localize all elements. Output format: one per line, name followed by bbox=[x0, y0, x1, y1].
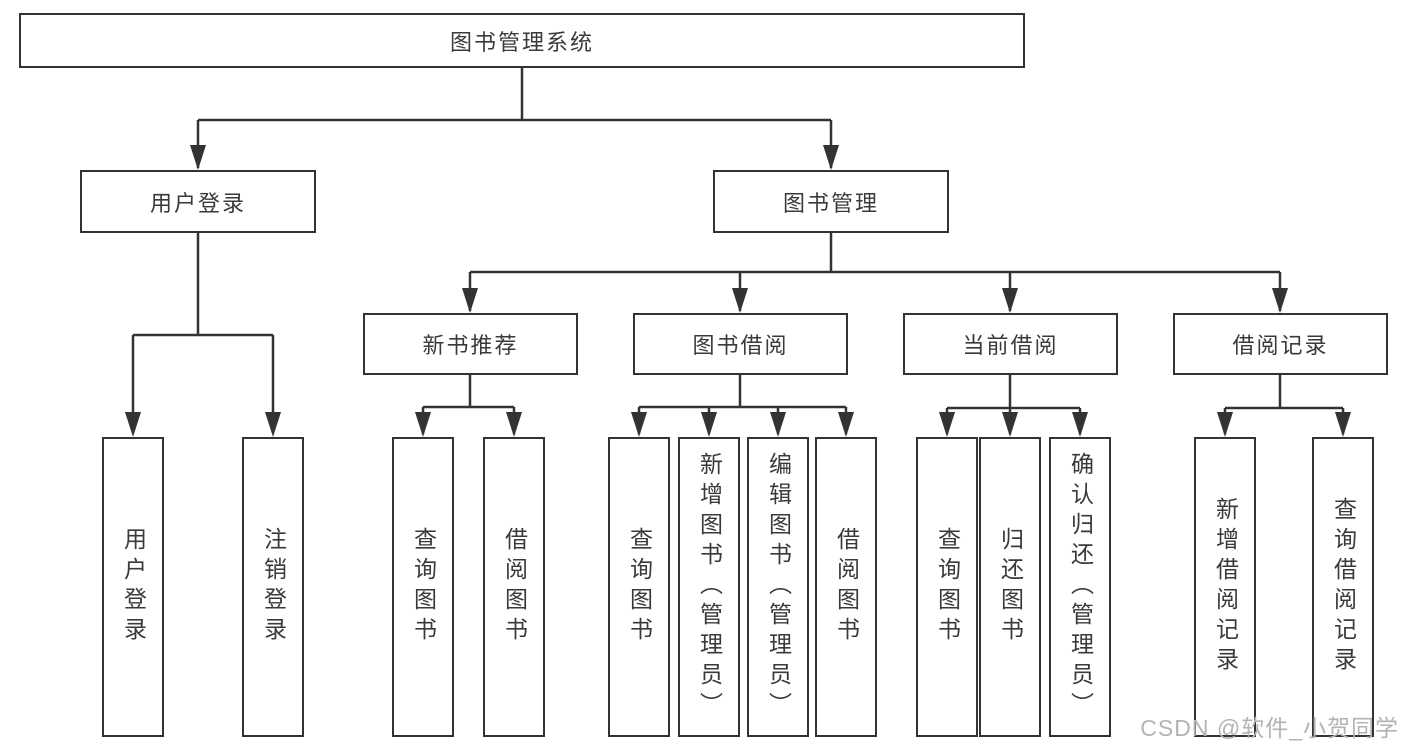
leaf-query-books-recommend: 查询图书 bbox=[392, 437, 454, 737]
leaf-add-books-admin: 新增图书（管理员） bbox=[678, 437, 740, 737]
leaf-borrow-books-recommend-label: 借阅图书 bbox=[501, 527, 528, 647]
leaf-confirm-return-admin-label: 确认归还（管理员） bbox=[1067, 452, 1094, 722]
node-book-borrow-label: 图书借阅 bbox=[692, 333, 789, 358]
leaf-query-books-recommend-label: 查询图书 bbox=[410, 527, 437, 647]
node-current-borrow-label: 当前借阅 bbox=[962, 333, 1059, 358]
node-book-borrow: 图书借阅 bbox=[633, 313, 848, 375]
leaf-logout-label: 注销登录 bbox=[260, 527, 287, 647]
leaf-return-books: 归还图书 bbox=[979, 437, 1041, 737]
leaf-query-books-borrow: 查询图书 bbox=[608, 437, 670, 737]
leaf-add-borrow-record: 新增借阅记录 bbox=[1194, 437, 1256, 737]
node-user-login-label: 用户登录 bbox=[149, 190, 246, 216]
node-library-system-label: 图书管理系统 bbox=[449, 29, 594, 55]
leaf-edit-books-admin: 编辑图书（管理员） bbox=[747, 437, 809, 737]
node-current-borrow: 当前借阅 bbox=[903, 313, 1118, 375]
leaf-edit-books-admin-label: 编辑图书（管理员） bbox=[765, 452, 792, 722]
leaf-borrow-books: 借阅图书 bbox=[815, 437, 877, 737]
node-borrow-records-label: 借阅记录 bbox=[1232, 333, 1329, 358]
leaf-add-books-admin-label: 新增图书（管理员） bbox=[696, 452, 723, 722]
node-book-management: 图书管理 bbox=[713, 170, 949, 233]
node-user-login: 用户登录 bbox=[80, 170, 316, 233]
leaf-borrow-books-label: 借阅图书 bbox=[833, 527, 860, 647]
leaf-query-borrow-record-label: 查询借阅记录 bbox=[1330, 497, 1357, 677]
node-book-management-label: 图书管理 bbox=[782, 190, 879, 216]
leaf-user-login-label: 用户登录 bbox=[120, 527, 147, 647]
leaf-logout: 注销登录 bbox=[242, 437, 304, 737]
leaf-query-borrow-record: 查询借阅记录 bbox=[1312, 437, 1374, 737]
leaf-user-login: 用户登录 bbox=[102, 437, 164, 737]
leaf-query-books-borrow-label: 查询图书 bbox=[626, 527, 653, 647]
leaf-query-books-current-label: 查询图书 bbox=[934, 527, 961, 647]
leaf-borrow-books-recommend: 借阅图书 bbox=[483, 437, 545, 737]
node-new-book-recommend-label: 新书推荐 bbox=[422, 333, 519, 358]
leaf-confirm-return-admin: 确认归还（管理员） bbox=[1049, 437, 1111, 737]
node-library-system: 图书管理系统 bbox=[19, 13, 1025, 68]
node-borrow-records: 借阅记录 bbox=[1173, 313, 1388, 375]
leaf-return-books-label: 归还图书 bbox=[997, 527, 1024, 647]
node-new-book-recommend: 新书推荐 bbox=[363, 313, 578, 375]
leaf-add-borrow-record-label: 新增借阅记录 bbox=[1212, 497, 1239, 677]
leaf-query-books-current: 查询图书 bbox=[916, 437, 978, 737]
